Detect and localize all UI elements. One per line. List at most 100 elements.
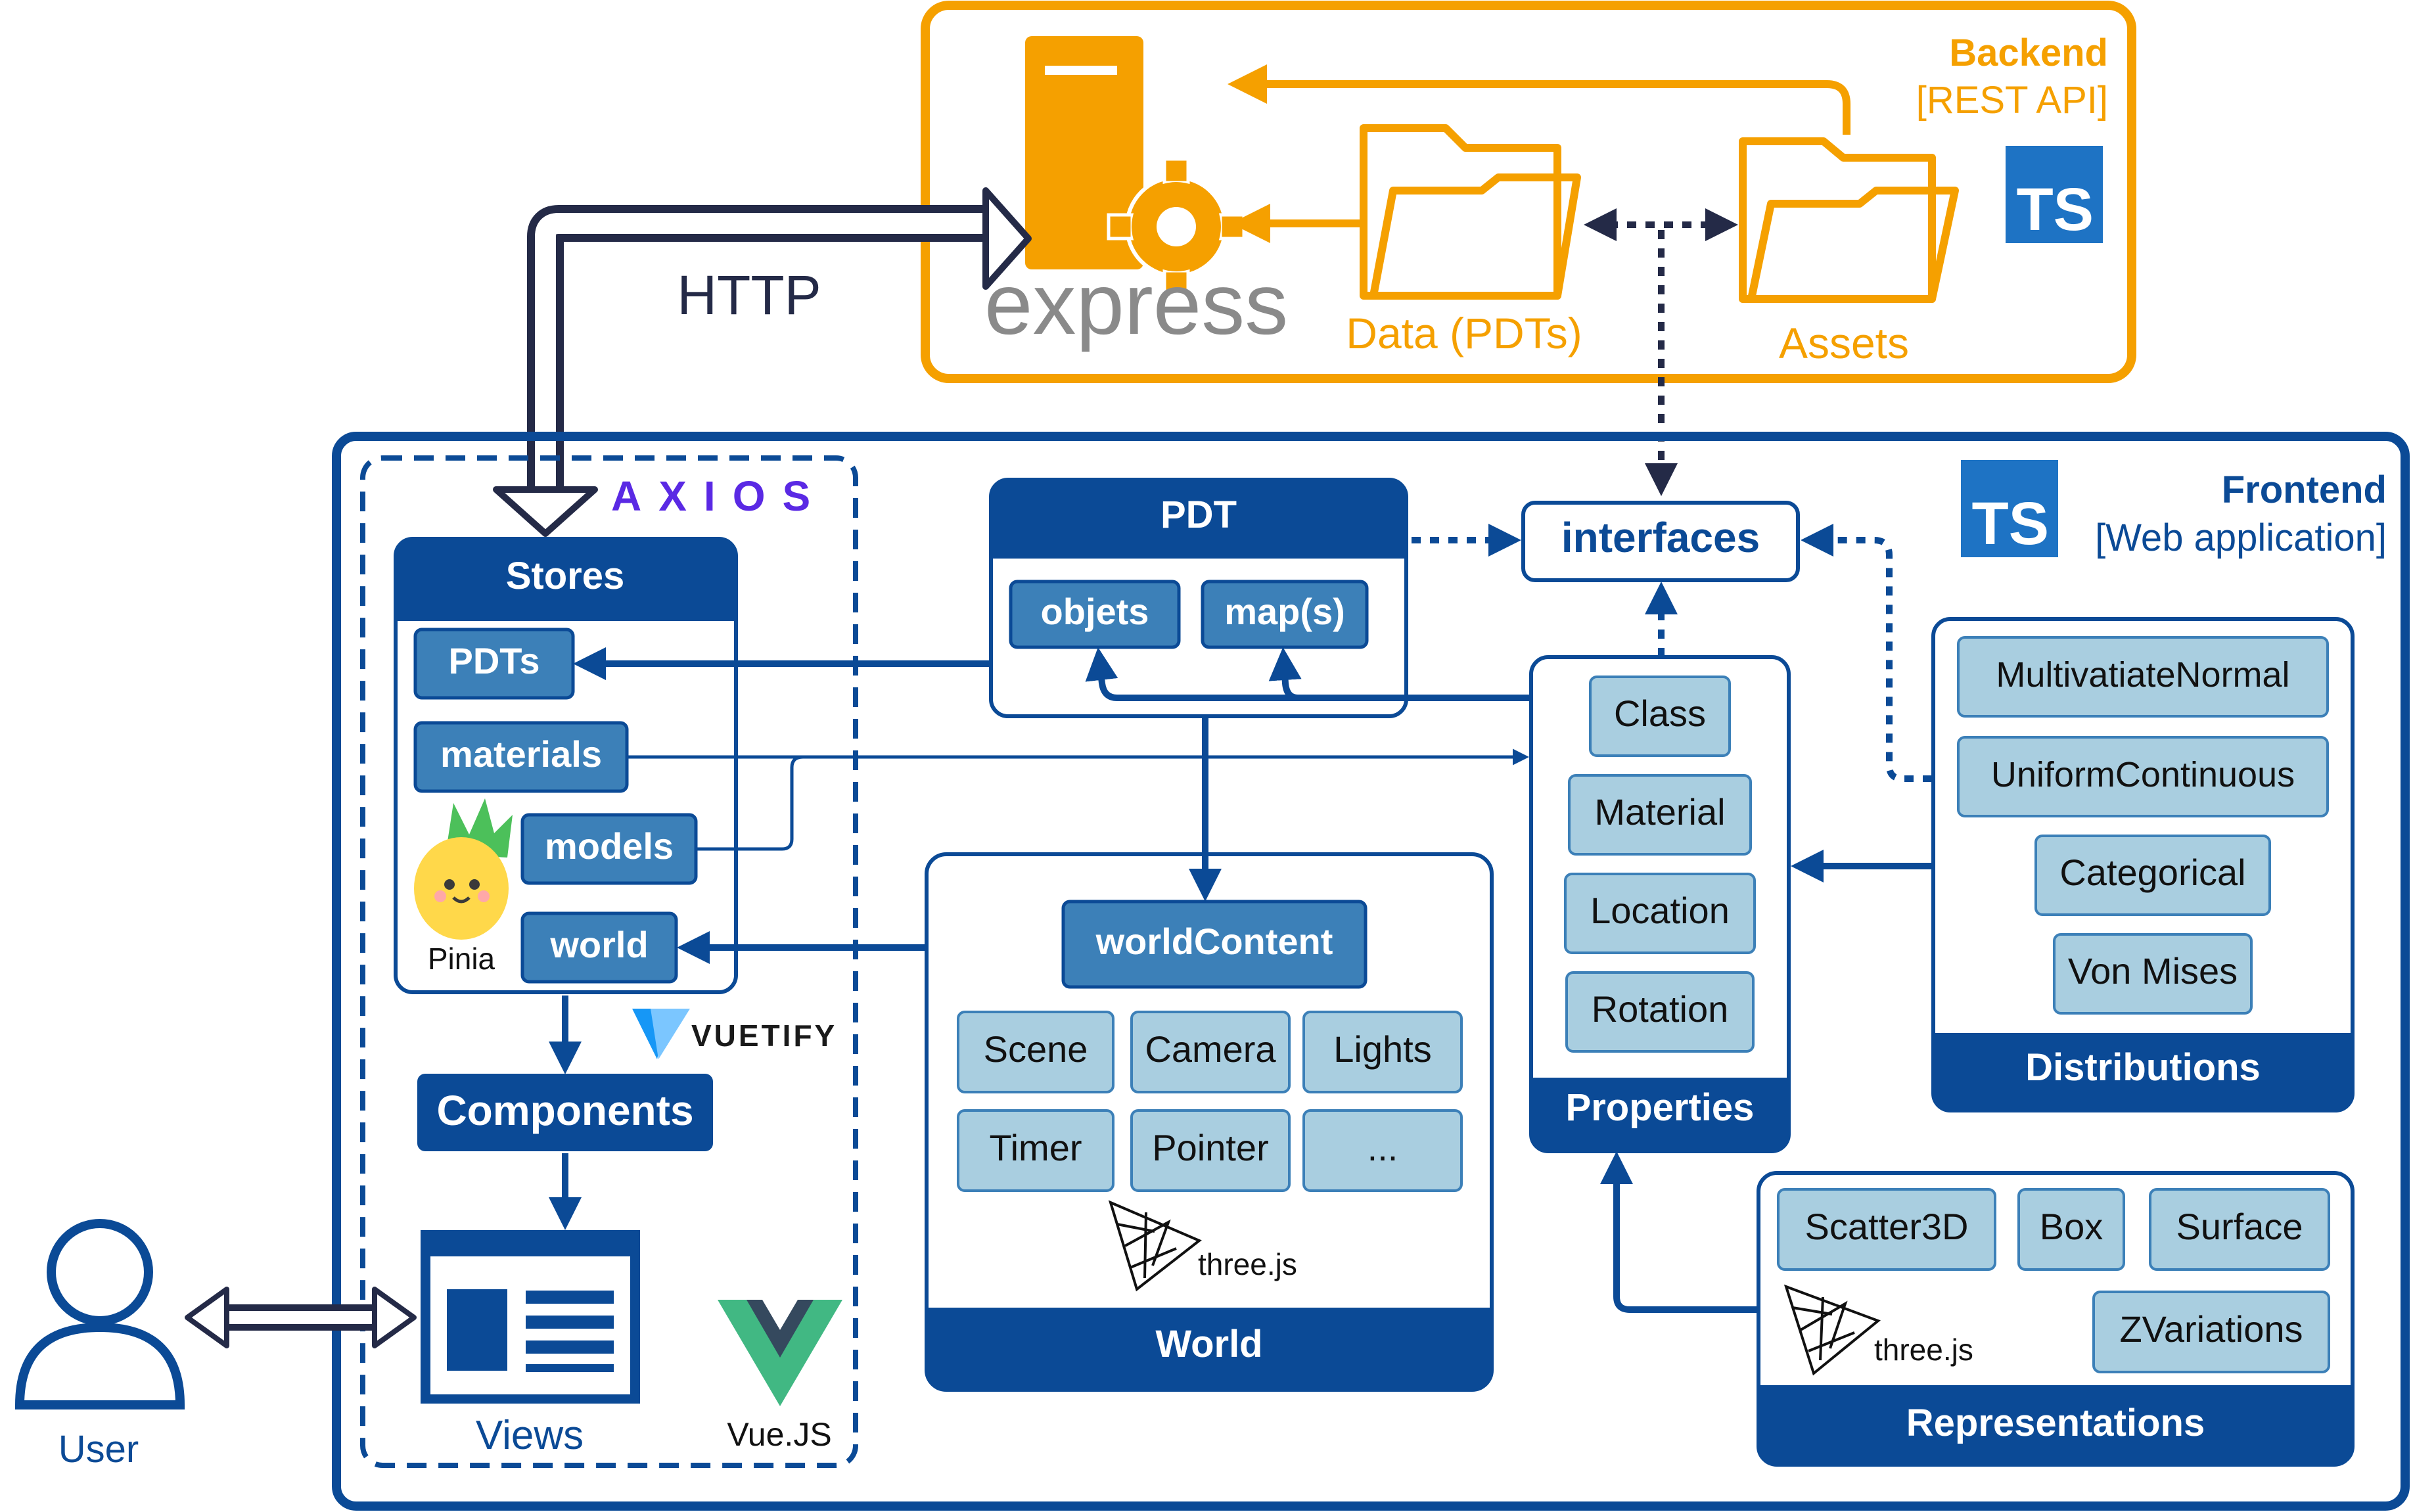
server-gear-icon — [1025, 36, 1246, 296]
representation-item-zvariations[interactable]: ZVariations — [2092, 1291, 2330, 1373]
frontend-title: Frontend — [2222, 469, 2387, 511]
assets-label: Assets — [1779, 319, 1909, 367]
svg-text:...: ... — [1367, 1127, 1398, 1168]
world-content-box[interactable]: worldContent — [1061, 900, 1367, 989]
svg-text:ZVariations: ZVariations — [2119, 1308, 2303, 1350]
svg-text:TS: TS — [1971, 490, 2049, 557]
store-item-world[interactable]: world — [520, 911, 678, 984]
svg-text:map(s): map(s) — [1224, 591, 1345, 632]
svg-text:Categorical: Categorical — [2059, 852, 2245, 893]
world-item-scene[interactable]: Scene — [957, 1011, 1115, 1093]
distributions-interfaces-dotted-arrow — [1801, 524, 1932, 782]
store-item-pdts[interactable]: PDTs — [413, 628, 575, 700]
svg-text:Lights: Lights — [1333, 1028, 1431, 1070]
pdt-title: PDT — [1161, 493, 1237, 536]
backend-subtitle: [REST API] — [1916, 79, 2108, 122]
property-item-location[interactable]: Location — [1564, 873, 1756, 954]
world-item-pointer[interactable]: Pointer — [1130, 1109, 1291, 1192]
svg-text:Components: Components — [436, 1087, 693, 1134]
representation-item-box[interactable]: Box — [2017, 1188, 2125, 1271]
folder-icon-assets — [1739, 137, 1959, 303]
world-item-timer[interactable]: Timer — [957, 1109, 1115, 1192]
svg-text:TS: TS — [2016, 176, 2094, 243]
frontend-subtitle: [Web application] — [2095, 516, 2387, 559]
svg-text:Pointer: Pointer — [1152, 1127, 1268, 1168]
svg-text:Scatter3D: Scatter3D — [1805, 1206, 1969, 1247]
property-item-material[interactable]: Material — [1568, 774, 1752, 856]
property-item-rotation[interactable]: Rotation — [1565, 971, 1755, 1053]
store-item-materials[interactable]: materials — [413, 721, 629, 793]
threejs-logo-icon — [1783, 1284, 1881, 1376]
distributions-title: Distributions — [2025, 1046, 2261, 1089]
properties-to-pdt-items-arrow — [1085, 647, 1531, 701]
representations-to-properties-arrow — [1600, 1151, 1758, 1313]
svg-text:Scene: Scene — [984, 1028, 1088, 1070]
http-label: HTTP — [677, 264, 821, 326]
distribution-item-uniform-continuous[interactable]: UniformContinuous — [1957, 736, 2329, 817]
svg-text:objets: objets — [1041, 591, 1149, 632]
folder-icon-data — [1360, 124, 1581, 300]
http-arrow — [493, 187, 1032, 537]
world-item-camera[interactable]: Camera — [1130, 1011, 1291, 1093]
user-label: User — [58, 1428, 139, 1471]
world-item-lights[interactable]: Lights — [1302, 1011, 1463, 1093]
user-icon — [14, 1219, 185, 1409]
distribution-item-multivariate-normal[interactable]: MultivatiateNormal — [1957, 636, 2329, 718]
backend-title: Backend — [1949, 32, 2108, 74]
svg-text:materials: materials — [440, 733, 602, 775]
threejs-label-representations: three.js — [1874, 1333, 1973, 1367]
frontend-container — [332, 432, 2410, 1511]
components-box[interactable]: Components — [417, 1074, 713, 1151]
world-item-more[interactable]: ... — [1302, 1109, 1463, 1192]
store-item-models[interactable]: models — [520, 813, 698, 885]
svg-text:PDTs: PDTs — [449, 640, 540, 681]
distribution-item-categorical[interactable]: Categorical — [2034, 835, 2271, 916]
data-pdts-label: Data (PDTs) — [1346, 309, 1582, 357]
svg-text:Surface: Surface — [2176, 1206, 2303, 1247]
svg-text:interfaces: interfaces — [1561, 514, 1760, 561]
vuetify-label: VUETIFY — [691, 1019, 837, 1053]
pinia-logo-icon — [414, 798, 513, 940]
svg-text:models: models — [545, 825, 674, 867]
world-title: World — [1155, 1323, 1262, 1365]
svg-text:Rotation: Rotation — [1592, 988, 1729, 1030]
models-to-properties-connector — [696, 755, 804, 851]
svg-text:MultivatiateNormal: MultivatiateNormal — [1996, 655, 2289, 695]
property-item-class[interactable]: Class — [1589, 676, 1731, 757]
svg-text:worldContent: worldContent — [1095, 921, 1333, 962]
threejs-label-world: three.js — [1198, 1247, 1297, 1281]
views-label: Views — [476, 1413, 584, 1458]
user-views-arrow — [185, 1287, 417, 1348]
ts-badge-backend: TS — [2006, 146, 2103, 243]
svg-text:Von Mises: Von Mises — [2068, 950, 2238, 992]
svg-text:Timer: Timer — [989, 1127, 1082, 1168]
svg-text:Material: Material — [1594, 791, 1725, 833]
representations-title: Representations — [1906, 1402, 2205, 1444]
views-icon — [421, 1230, 640, 1404]
representation-item-surface[interactable]: Surface — [2149, 1188, 2330, 1271]
threejs-logo-icon — [1108, 1200, 1202, 1292]
representation-item-scatter3d[interactable]: Scatter3D — [1777, 1188, 1996, 1271]
vuetify-logo-icon — [632, 1009, 690, 1059]
pdt-item-maps[interactable]: map(s) — [1201, 580, 1369, 649]
properties-to-maps-arrow — [1268, 647, 1302, 701]
svg-text:Class: Class — [1614, 693, 1706, 734]
interfaces-box[interactable]: interfaces — [1521, 501, 1800, 582]
vue-label: Vue.JS — [727, 1416, 831, 1453]
ts-badge-frontend: TS — [1961, 460, 2058, 557]
pdt-item-objets[interactable]: objets — [1009, 580, 1181, 649]
assets-to-express-arrow — [1228, 64, 1850, 135]
distribution-item-von-mises[interactable]: Von Mises — [2053, 933, 2253, 1015]
pinia-label: Pinia — [428, 942, 495, 976]
properties-title: Properties — [1566, 1086, 1755, 1129]
svg-text:Location: Location — [1590, 890, 1730, 931]
backend-container — [921, 1, 2136, 383]
vue-logo-icon — [718, 1300, 842, 1406]
stores-title: Stores — [506, 555, 625, 597]
express-label: express — [984, 256, 1288, 352]
svg-text:Camera: Camera — [1145, 1028, 1276, 1070]
vue-app-dashed-box — [360, 455, 858, 1468]
svg-text:Box: Box — [2040, 1206, 2103, 1247]
svg-text:world: world — [549, 924, 648, 965]
